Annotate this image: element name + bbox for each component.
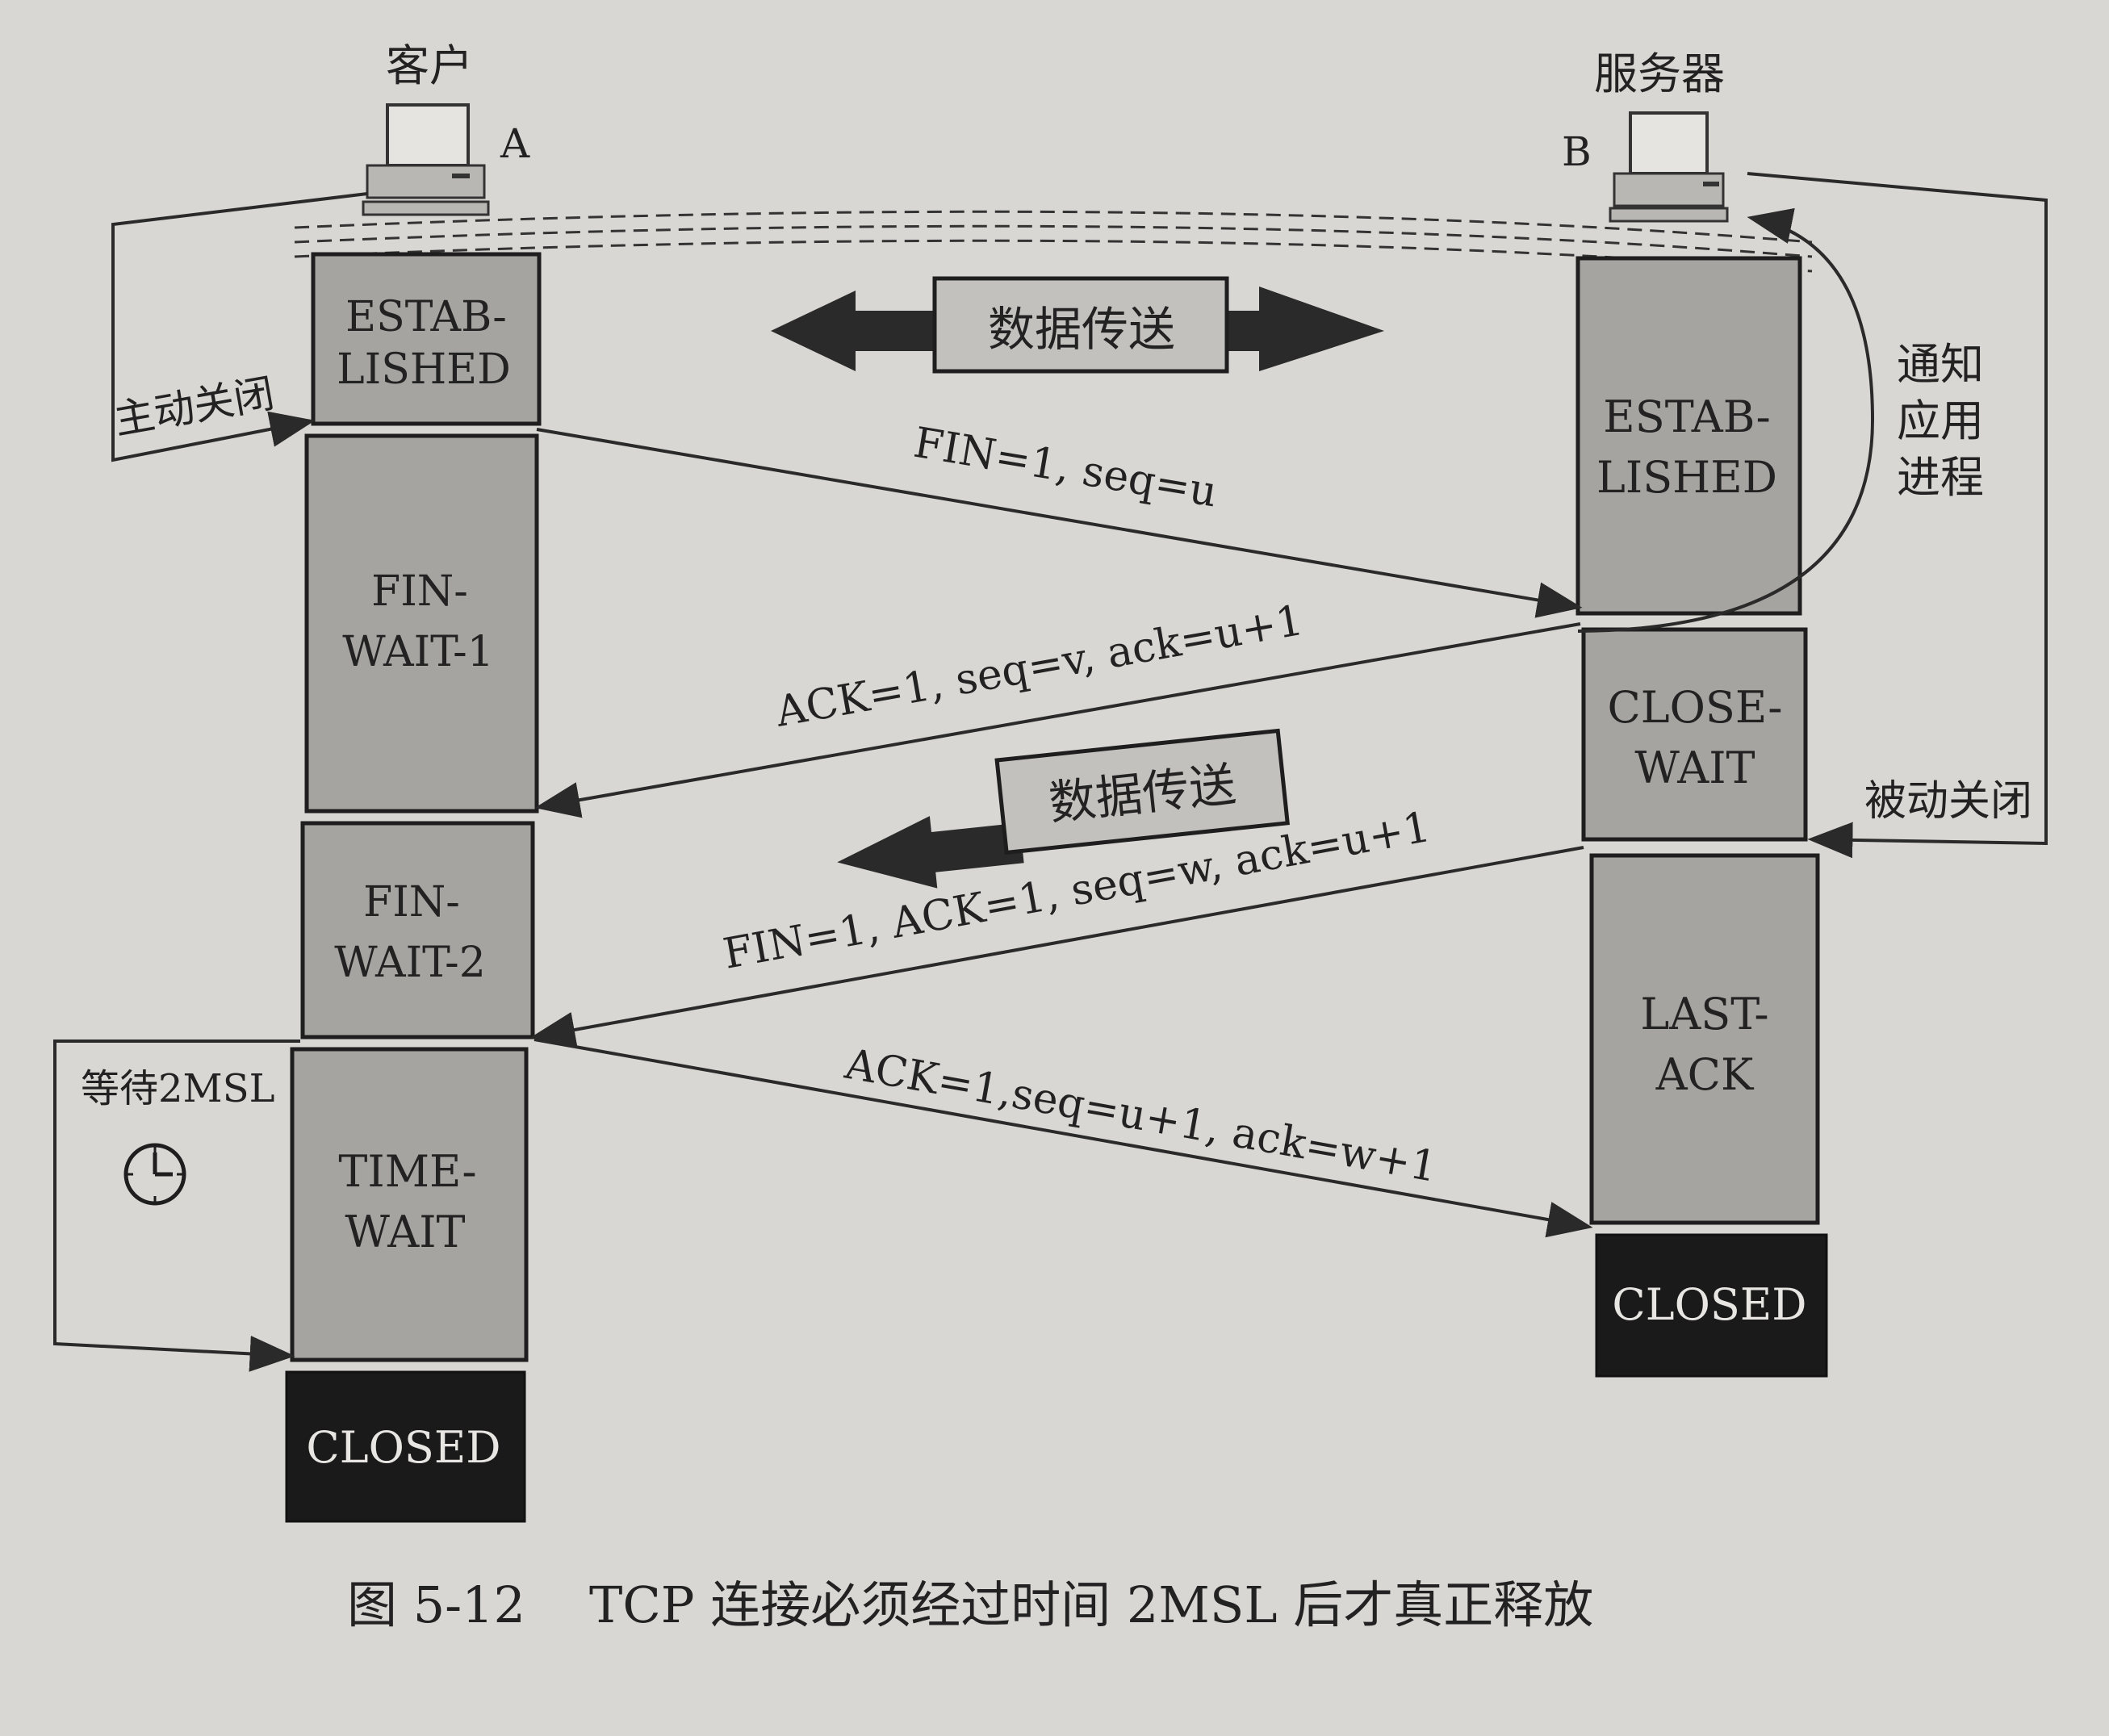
left-state-established <box>311 252 542 426</box>
message-arrows <box>529 428 1593 1238</box>
figure-number: 图 5-12 <box>347 1575 525 1634</box>
notify-app-line2: 应用 <box>1897 395 1984 446</box>
right-close-wait-line2: WAIT <box>1634 743 1755 793</box>
right-state-last-ack <box>1589 853 1820 1225</box>
client-title: 客户 <box>386 40 473 91</box>
wait-2msl-bracket <box>53 1040 300 1372</box>
right-closed-label: CLOSED <box>1612 1279 1806 1330</box>
server-computer-icon <box>1609 111 1729 223</box>
message-label-4: ACK=1,seq=u+1, ack=w+1 <box>841 1040 1441 1192</box>
left-state-column <box>285 252 542 1523</box>
left-fin-wait-2-line1: FIN- <box>363 878 460 927</box>
arrow-ack-1 <box>534 622 1581 818</box>
left-fin-wait-1-line2: WAIT-1 <box>342 628 494 676</box>
right-last-ack-line2: ACK <box>1655 1049 1755 1100</box>
right-last-ack-line1: LAST- <box>1640 989 1768 1040</box>
passive-close-bracket <box>1747 172 2048 859</box>
left-time-wait-line2: WAIT <box>345 1207 465 1257</box>
message-label-2: ACK=1, seq=v, ack=u+1 <box>772 596 1307 737</box>
left-established-line2: LISHED <box>337 345 511 394</box>
left-state-fin-wait-1 <box>304 433 539 814</box>
data-transfer-bidirectional-arrow <box>771 276 1384 374</box>
clock-icon <box>123 1143 186 1206</box>
left-established-line1: ESTAB- <box>345 293 507 341</box>
left-closed-label: CLOSED <box>306 1422 500 1473</box>
notify-app-line1: 通知 <box>1897 339 1984 390</box>
left-fin-wait-1-line1: FIN- <box>371 567 468 616</box>
arrow-fin-1 <box>536 428 1583 618</box>
data-transfer-label-1: 数据传送 <box>988 302 1175 357</box>
server-tag: B <box>1562 128 1592 175</box>
right-state-close-wait <box>1581 627 1808 842</box>
right-established-line1: ESTAB- <box>1603 391 1770 442</box>
arrow-fin-2 <box>529 846 1584 1048</box>
figure-caption: TCP 连接必须经过时间 2MSL 后才真正释放 <box>589 1575 1593 1634</box>
right-state-established <box>1575 256 1802 616</box>
left-state-closed <box>285 1370 526 1523</box>
right-close-wait-line1: CLOSE- <box>1607 682 1782 733</box>
notify-app-arrow <box>1577 207 1875 633</box>
right-state-closed <box>1595 1233 1828 1378</box>
active-close-bracket <box>111 192 368 462</box>
left-time-wait-line1: TIME- <box>338 1146 476 1197</box>
right-state-column <box>1575 256 1828 1378</box>
wait-2msl-label: 等待2MSL <box>81 1066 274 1111</box>
client-computer-icon <box>362 103 490 216</box>
client-tag: A <box>500 120 530 167</box>
left-fin-wait-2-line2: WAIT-2 <box>334 939 486 987</box>
data-transfer-leftward-arrow: 数据传送 <box>837 728 1290 889</box>
notify-app-line3: 进程 <box>1897 452 1984 503</box>
server-title: 服务器 <box>1594 48 1725 99</box>
arrow-ack-2 <box>534 1038 1593 1238</box>
passive-close-label: 被动关闭 <box>1864 777 2032 826</box>
left-state-time-wait <box>290 1047 529 1362</box>
right-established-line2: LISHED <box>1596 452 1777 503</box>
left-state-fin-wait-2 <box>300 821 535 1040</box>
